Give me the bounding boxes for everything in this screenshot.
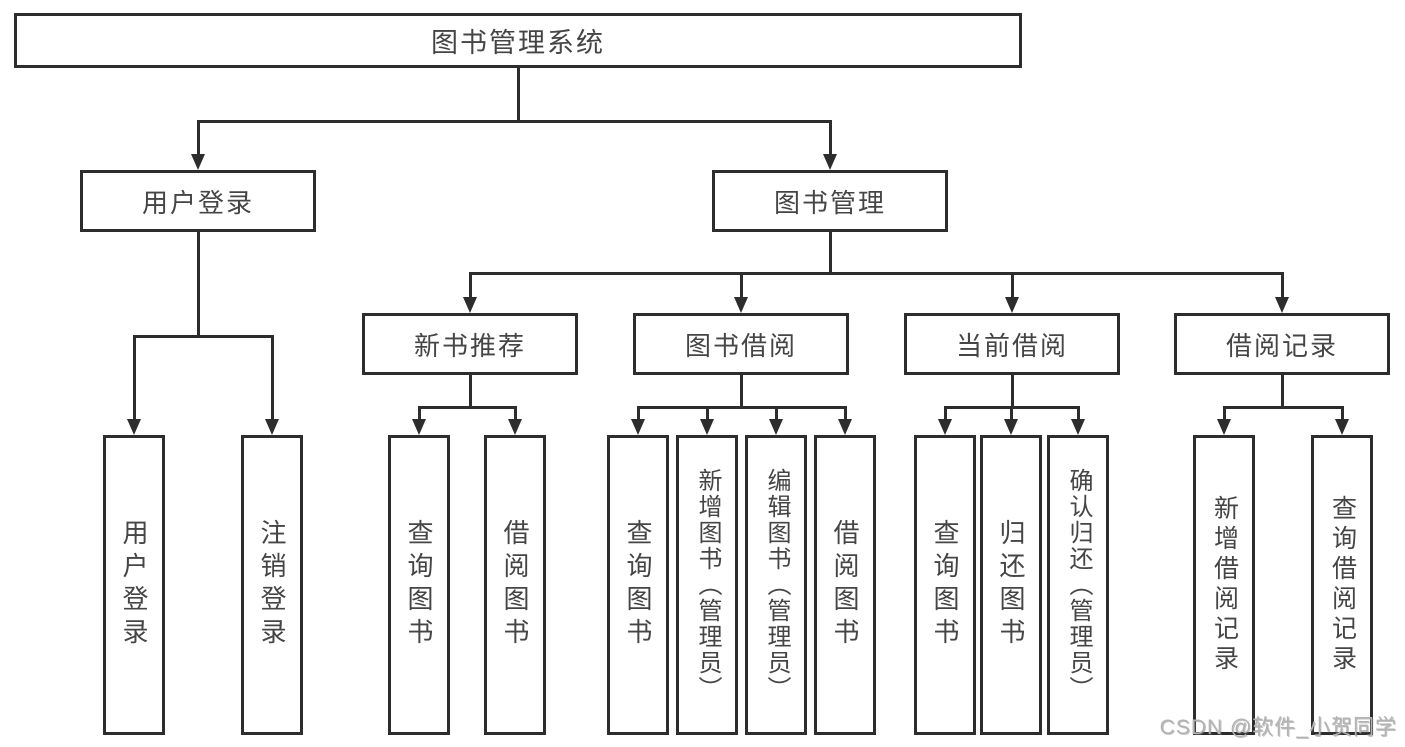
connector-line-vertical <box>739 272 743 299</box>
leaf-label: 注销登录 <box>257 519 287 651</box>
arrowhead-down-icon <box>1004 419 1018 435</box>
leaf-records-query-record: 查询借阅记录 <box>1311 435 1373 735</box>
node-label: 图书管理 <box>773 187 886 218</box>
arrowhead-down-icon <box>191 154 205 170</box>
arrowhead-down-icon <box>412 419 426 435</box>
connector-line-vertical <box>513 406 517 421</box>
leaf-borrow-edit-books-admin: 编辑图书（管理员） <box>745 435 807 735</box>
arrowhead-down-icon <box>127 419 141 435</box>
connector-line-vertical <box>468 375 472 409</box>
node-book-management: 图书管理 <box>712 170 948 232</box>
leaf-label: 新增借阅记录 <box>1210 495 1239 675</box>
arrowhead-down-icon <box>508 419 522 435</box>
connector-line-horizontal <box>468 272 1284 275</box>
node-label: 图书借阅 <box>684 330 797 361</box>
leaf-borrow-add-books-admin: 新增图书（管理员） <box>676 435 738 735</box>
arrowhead-down-icon <box>1005 297 1019 313</box>
connector-line-vertical <box>1280 375 1284 409</box>
connector-line-vertical <box>417 406 421 421</box>
arrowhead-down-icon <box>1217 419 1231 435</box>
node-user-login: 用户登录 <box>80 170 316 232</box>
arrowhead-down-icon <box>1071 419 1085 435</box>
arrowhead-down-icon <box>734 297 748 313</box>
arrowhead-down-icon <box>838 419 852 435</box>
arrowhead-down-icon <box>700 419 714 435</box>
leaf-label: 编辑图书（管理员） <box>763 468 790 702</box>
csdn-watermark: CSDN @软件_小贺同学 <box>1159 716 1397 739</box>
node-label: 借阅记录 <box>1225 330 1338 361</box>
connector-line-horizontal <box>196 120 832 123</box>
leaf-label: 查询图书 <box>404 519 434 651</box>
connector-line-vertical <box>196 232 200 338</box>
arrowhead-down-icon <box>265 419 279 435</box>
node-borrow-records: 借阅记录 <box>1174 313 1390 375</box>
connector-line-vertical <box>270 335 274 421</box>
leaf-borrow-query-books: 查询图书 <box>607 435 669 735</box>
leaf-current-query-books: 查询图书 <box>914 435 976 735</box>
arrowhead-down-icon <box>769 419 783 435</box>
node-label: 用户登录 <box>141 187 254 218</box>
connector-line-vertical <box>1076 406 1080 421</box>
connector-line-vertical <box>943 406 947 421</box>
connector-line-vertical <box>1340 406 1344 421</box>
connector-line-vertical <box>705 406 709 421</box>
connector-line-vertical <box>516 68 520 122</box>
arrowhead-down-icon <box>463 297 477 313</box>
leaf-label: 确认归还（管理员） <box>1065 468 1092 702</box>
arrowhead-down-icon <box>631 419 645 435</box>
arrowhead-down-icon <box>1335 419 1349 435</box>
node-system-root: 图书管理系统 <box>14 13 1022 68</box>
connector-line-vertical <box>774 406 778 421</box>
node-label: 图书管理系统 <box>431 28 605 58</box>
leaf-label: 查询借阅记录 <box>1328 495 1357 675</box>
connector-line-vertical <box>132 335 136 421</box>
connector-line-horizontal <box>1222 406 1344 409</box>
connector-line-vertical <box>1280 272 1284 299</box>
leaf-label: 借阅图书 <box>830 519 860 651</box>
leaf-rec-borrow-books: 借阅图书 <box>484 435 546 735</box>
connector-line-vertical <box>636 406 640 421</box>
leaf-label: 新增图书（管理员） <box>694 468 721 702</box>
leaf-label: 借阅图书 <box>500 519 530 651</box>
connector-line-horizontal <box>943 406 1080 409</box>
connector-line-vertical <box>843 406 847 421</box>
connector-line-vertical <box>196 120 200 156</box>
leaf-user-login: 用户登录 <box>103 435 165 735</box>
leaf-label: 查询图书 <box>930 519 960 651</box>
connector-line-horizontal <box>417 406 517 409</box>
leaf-rec-query-books: 查询图书 <box>388 435 450 735</box>
connector-line-vertical <box>828 120 832 156</box>
leaf-label: 查询图书 <box>623 519 653 651</box>
node-current-borrow: 当前借阅 <box>904 313 1120 375</box>
node-book-borrow: 图书借阅 <box>633 313 849 375</box>
connector-line-vertical <box>468 272 472 299</box>
arrowhead-down-icon <box>1275 297 1289 313</box>
leaf-current-return-books: 归还图书 <box>980 435 1042 735</box>
node-label: 当前借阅 <box>955 330 1068 361</box>
node-new-book-recommend: 新书推荐 <box>362 313 578 375</box>
connector-line-vertical <box>1222 406 1226 421</box>
leaf-label: 归还图书 <box>996 519 1026 651</box>
arrowhead-down-icon <box>938 419 952 435</box>
connector-line-vertical <box>1009 406 1013 421</box>
leaf-logout: 注销登录 <box>241 435 303 735</box>
connector-line-horizontal <box>132 335 274 338</box>
leaf-current-confirm-return-admin: 确认归还（管理员） <box>1047 435 1109 735</box>
connector-line-vertical <box>739 375 743 409</box>
connector-line-horizontal <box>636 406 847 409</box>
connector-line-vertical <box>1010 272 1014 299</box>
leaf-label: 用户登录 <box>119 519 149 651</box>
node-label: 新书推荐 <box>413 330 526 361</box>
connector-line-vertical <box>828 232 832 275</box>
leaf-borrow-borrow-books: 借阅图书 <box>814 435 876 735</box>
arrowhead-down-icon <box>823 154 837 170</box>
connector-line-vertical <box>1010 375 1014 409</box>
leaf-records-add-record: 新增借阅记录 <box>1193 435 1255 735</box>
